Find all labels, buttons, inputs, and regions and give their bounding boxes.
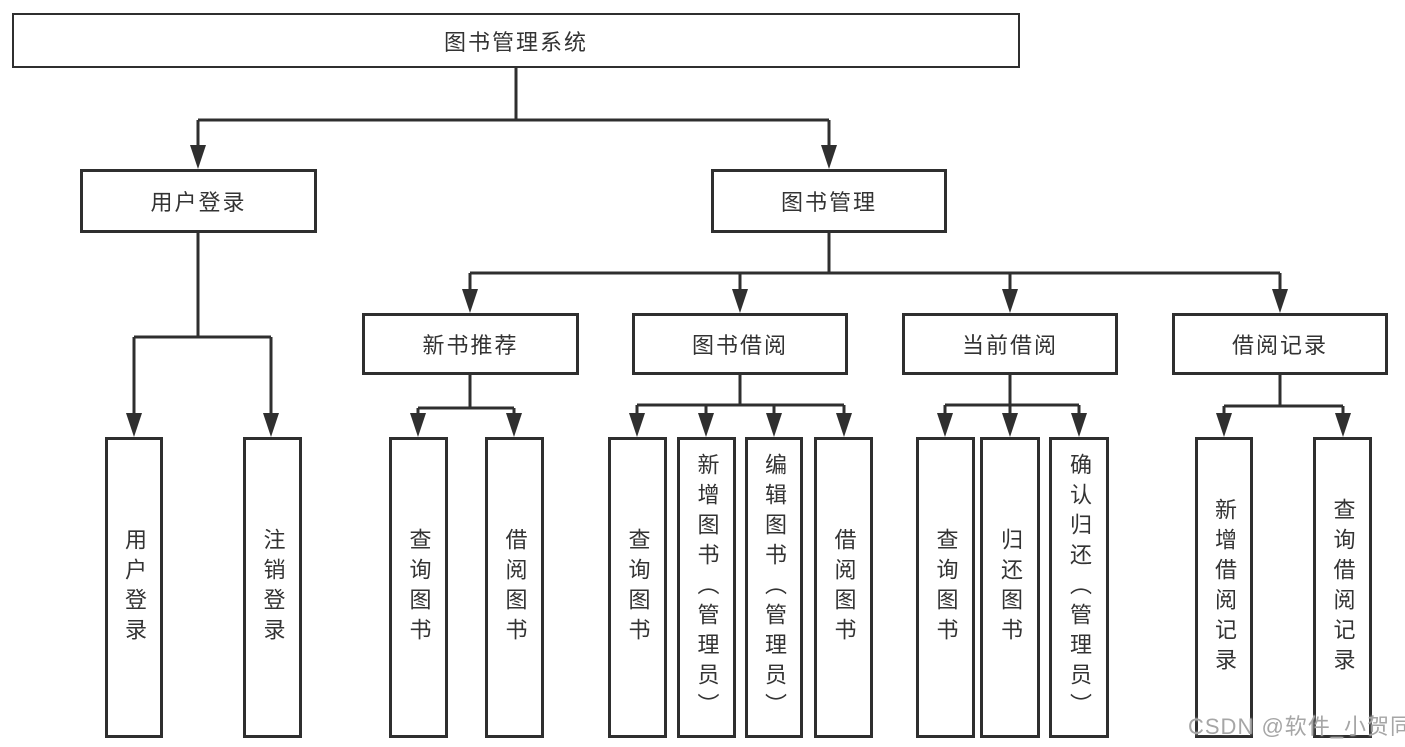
node-leaf-add-book-admin: 新增图书（管理员） bbox=[677, 437, 736, 738]
node-leaf-borrow-book-1: 借阅图书 bbox=[485, 437, 544, 738]
node-leaf-user-login: 用户登录 bbox=[105, 437, 163, 738]
node-leaf-add-borrow-record: 新增借阅记录 bbox=[1195, 437, 1253, 738]
node-leaf-logout: 注销登录 bbox=[243, 437, 302, 738]
node-leaf-query-borrow-record: 查询借阅记录 bbox=[1313, 437, 1372, 738]
node-borrow-record: 借阅记录 bbox=[1172, 313, 1388, 375]
node-book-borrow: 图书借阅 bbox=[632, 313, 848, 375]
node-leaf-borrow-book-2: 借阅图书 bbox=[814, 437, 873, 738]
node-new-book-recommend: 新书推荐 bbox=[362, 313, 579, 375]
node-leaf-query-book-1: 查询图书 bbox=[389, 437, 448, 738]
node-book-management-branch: 图书管理 bbox=[711, 169, 947, 233]
watermark-text: CSDN @软件_小贺同学 bbox=[1188, 714, 1405, 739]
node-leaf-confirm-return-admin: 确认归还（管理员） bbox=[1049, 437, 1109, 738]
node-leaf-edit-book-admin: 编辑图书（管理员） bbox=[745, 437, 803, 738]
node-leaf-query-book-3: 查询图书 bbox=[916, 437, 975, 738]
node-user-login-branch: 用户登录 bbox=[80, 169, 317, 233]
node-root: 图书管理系统 bbox=[12, 13, 1020, 68]
node-leaf-query-book-2: 查询图书 bbox=[608, 437, 667, 738]
node-current-borrow: 当前借阅 bbox=[902, 313, 1118, 375]
node-leaf-return-book: 归还图书 bbox=[980, 437, 1040, 738]
